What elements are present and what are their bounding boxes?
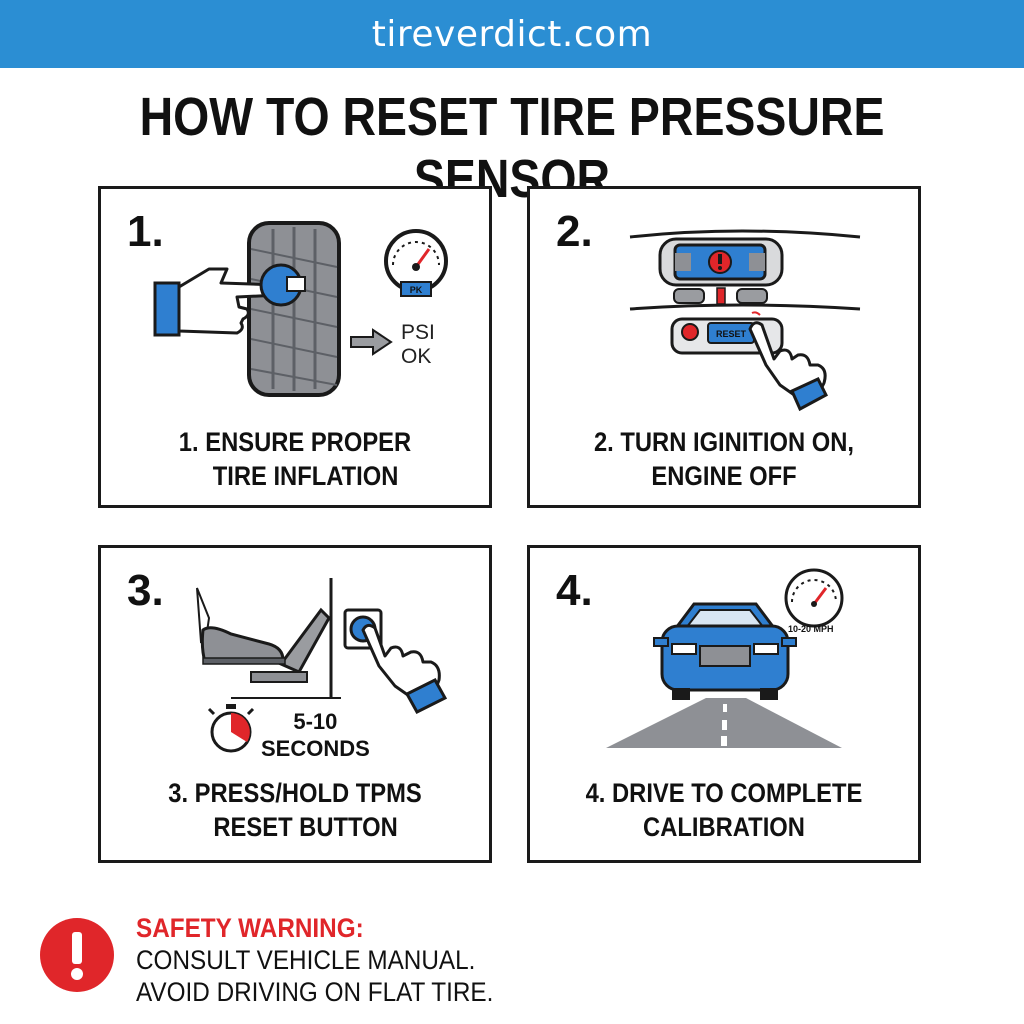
psi-ok-text: PSI OK [401,321,435,369]
psi-label: PSI [401,321,435,344]
hand-icon [748,311,828,412]
warning-title: SAFETY WARNING: [136,913,364,943]
warning-icon [40,918,114,992]
speedometer-icon [784,568,844,628]
step-number: 2. [556,207,593,256]
caption-line-2: RESET BUTTON [213,812,398,842]
step-1-illustration: PK [153,221,448,397]
gauge-label: PK [410,285,423,295]
caption-line-1: 1. ENSURE PROPER [178,427,412,457]
shoe-icon [196,587,286,665]
step-caption: 3. PRESS/HOLD TPMS RESET BUTTON [124,776,465,844]
reset-label: RESET [716,329,747,339]
warning-line-1: CONSULT VEHICLE MANUAL. [136,945,476,975]
step-panel-4: 4. 10-20 MPH 4. DRIVE TO COMP [527,545,921,863]
step-caption: 1. ENSURE PROPER TIRE INFLATION [124,425,465,493]
tire-icon [247,221,341,397]
site-name[interactable]: tireverdict.com [371,13,653,55]
timer-unit: SECONDS [261,736,370,761]
step-caption: 2. TURN IGINITION ON, ENGINE OFF [553,425,894,493]
step-caption: 4. DRIVE TO COMPLETE CALIBRATION [553,776,894,844]
caption-line-2: TIRE INFLATION [212,461,399,491]
caption-line-2: CALIBRATION [643,812,805,842]
timer-text: 5-10 SECONDS [261,708,370,762]
step-number: 4. [556,566,593,615]
speed-range: 10-20 MPH [788,624,834,634]
step-3-illustration [196,578,448,753]
caption-line-1: 2. TURN IGINITION ON, [593,427,855,457]
step-panel-3: 3. 5-10 SECONDS [98,545,492,863]
safety-warning: SAFETY WARNING: CONSULT VEHICLE MANUAL. … [136,912,493,1008]
step-2-illustration: RESET [629,229,861,412]
arrow-icon [350,328,393,356]
hand-icon [361,623,448,714]
ok-label: OK [401,345,432,368]
step-panel-2: 2. RESET 2. TURN IGINITIO [527,186,921,508]
road-icon [606,698,842,748]
hand-icon [153,267,285,337]
step-4-illustration [606,568,844,748]
caption-line-2: ENGINE OFF [651,461,797,491]
pedal-icon [231,578,341,699]
car-icon [653,602,797,700]
step-panel-1: 1. PK [98,186,492,508]
wrench-icon [259,263,306,307]
header-bar: tireverdict.com [0,0,1024,68]
page-title: HOW TO RESET TIRE PRESSURE SENSOR [139,87,885,209]
timer-duration: 5-10 [293,709,338,734]
warning-line-2: AVOID DRIVING ON FLAT TIRE. [136,977,494,1007]
step-number: 1. [127,207,164,256]
caption-line-1: 3. PRESS/HOLD TPMS [168,778,422,808]
step-number: 3. [127,566,164,615]
reset-button-icon: RESET [707,322,755,344]
stopwatch-icon [207,704,255,753]
gauge-icon: PK [384,229,448,297]
alert-icon [708,250,732,274]
caption-line-1: 4. DRIVE TO COMPLETE [585,778,863,808]
